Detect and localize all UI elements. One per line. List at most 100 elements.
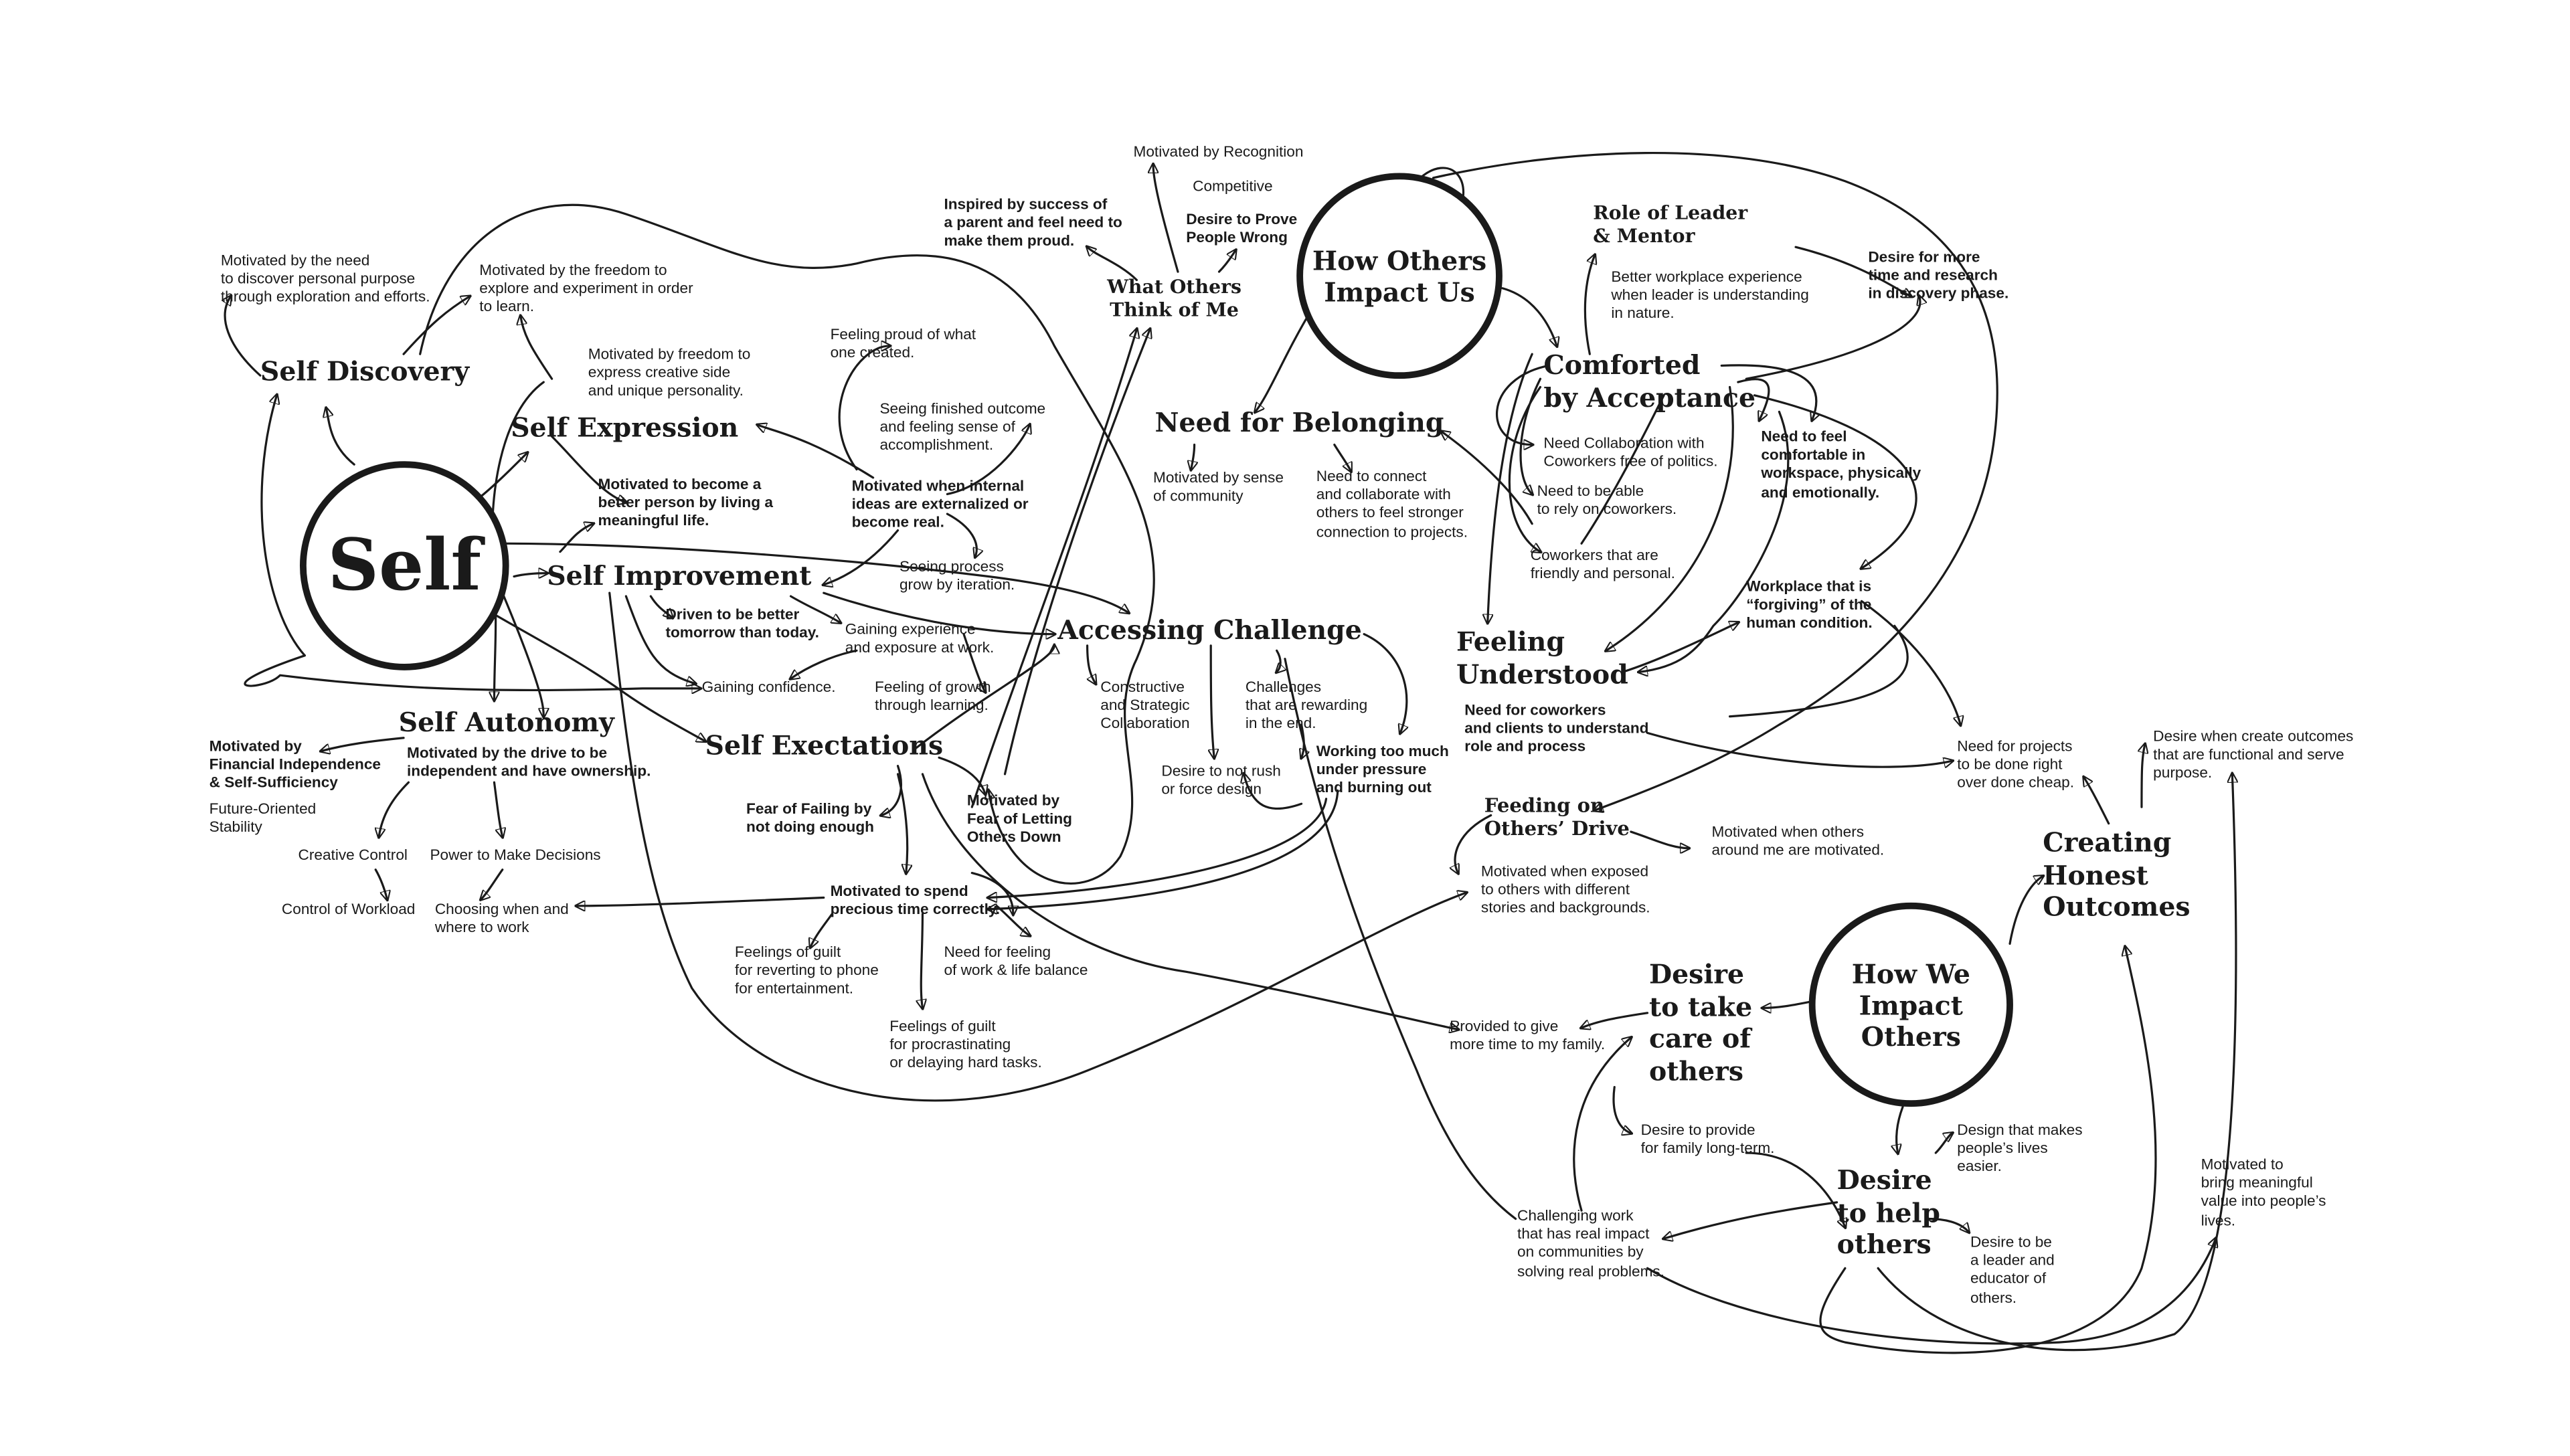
arrow [1819, 947, 2157, 1354]
note-competitive: Competitive [1193, 177, 1273, 195]
arrow [1606, 385, 1734, 650]
arrow [1086, 644, 1096, 684]
arrow [2084, 778, 2110, 825]
arrow [1728, 624, 1909, 718]
arrow [551, 435, 626, 502]
note-gaining-experience: Gaining experience and exposure at work. [845, 620, 995, 656]
note-better-workplace: Better workplace experience when leader … [1611, 268, 1809, 323]
arrow [1573, 1038, 1631, 1212]
note-functional-outcomes: Desire when create outcomes that are fun… [2153, 727, 2354, 782]
note-gaining-confidence: Gaining confidence. [701, 678, 836, 695]
note-more-time-family: Provided to give more time to my family. [1450, 1018, 1606, 1053]
arrow [881, 764, 902, 816]
hub-how-others-impact-us: How Others Impact Us [1296, 173, 1503, 379]
arrow [1621, 622, 1738, 673]
note-meaningful-value: Motivated to bring meaningful value into… [2201, 1156, 2326, 1228]
arrow [326, 408, 355, 466]
arrow [1003, 329, 1150, 776]
heading-what-others-think: What Others Think of Me [1107, 275, 1241, 322]
arrow [758, 425, 875, 479]
arrow [321, 737, 405, 751]
note-spend-time: Motivated to spend precious time correct… [830, 883, 1001, 918]
note-sd-freedom: Motivated by the freedom to explore and … [479, 262, 693, 316]
arrow [379, 781, 410, 836]
note-leader-educator: Desire to be a leader and educator of ot… [1970, 1233, 2055, 1306]
arrow [1737, 378, 1770, 420]
heading-self-autonomy: Self Autonomy [398, 706, 614, 738]
arrow [989, 798, 1328, 898]
arrow [1794, 246, 1911, 296]
note-control-workload: Control of Workload [281, 901, 416, 918]
arrow [1284, 657, 1517, 1220]
arrow [2142, 745, 2145, 808]
note-connect-collaborate: Need to connect and collaborate with oth… [1316, 468, 1468, 540]
note-drive-independent: Motivated by the drive to be independent… [406, 744, 651, 780]
arrow [1488, 353, 1533, 622]
arrow [1333, 444, 1351, 471]
arrow [1753, 394, 1917, 568]
arrow [1860, 600, 1960, 725]
arrow [521, 316, 553, 380]
arrow [1897, 1105, 1904, 1153]
note-others-motivated: Motivated when others around me are moti… [1711, 823, 1885, 858]
arrow [1277, 649, 1281, 672]
arrow [225, 296, 262, 377]
arrow [1508, 385, 1540, 551]
hub-self: Self [299, 461, 509, 670]
arrow [260, 395, 306, 657]
note-feel-comfortable: Need to feel comfortable in workspace, p… [1761, 428, 1921, 500]
arrow [838, 346, 889, 471]
arrow [1745, 296, 1920, 380]
note-internal-ideas: Motivated when internal ideas are extern… [851, 477, 1029, 531]
arrow [1363, 633, 1407, 733]
note-better-person: Motivated to become a better person by l… [598, 476, 773, 530]
heading-role-leader: Role of Leader & Mentor [1593, 201, 1748, 248]
heading-desire-help: Desire to help others [1836, 1164, 1940, 1261]
arrow [1581, 1012, 1649, 1028]
arrow [1583, 256, 1594, 355]
hub-how-we-impact-others: How We Impact Others [1808, 902, 2013, 1107]
arrow [921, 913, 922, 1008]
arrow [946, 513, 976, 557]
arrow [1745, 1152, 1845, 1227]
note-challenges-rewarding: Challenges that are rewarding in the end… [1245, 678, 1368, 732]
note-need-collab: Need Collaboration with Coworkers free o… [1543, 434, 1718, 470]
heading-accessing-challenge: Accessing Challenge [1057, 614, 1362, 646]
arrow [402, 296, 469, 355]
arrow [1519, 377, 1542, 494]
arrow [1088, 247, 1138, 282]
arrow [501, 592, 544, 717]
note-projects-done-right: Need for projects to be done right over … [1957, 737, 2075, 792]
arrow [559, 524, 593, 553]
arrow [1153, 165, 1179, 273]
note-rely-coworkers: Need to be able to rely on coworkers. [1537, 482, 1677, 518]
note-guilt-procrastinating: Feelings of guilt for procrastinating or… [889, 1018, 1042, 1072]
arrow [1664, 1201, 1838, 1239]
note-prove-wrong: Desire to Prove People Wrong [1186, 211, 1298, 246]
heading-need-belonging: Need for Belonging [1154, 406, 1444, 438]
arrow [1217, 250, 1236, 273]
note-forgiving: Workplace that is “forgiving” of the hum… [1746, 577, 1873, 632]
arrow [1244, 774, 1303, 810]
note-challenging-work: Challenging work that has real impact on… [1517, 1207, 1665, 1279]
note-process-grow: Seeing process grow by iteration. [899, 558, 1015, 594]
note-guilt-phone: Feelings of guilt for reverting to phone… [734, 943, 879, 998]
arrow [419, 203, 1155, 885]
arrow [1455, 814, 1492, 873]
note-inspired-parent: Inspired by success of a parent and feel… [944, 195, 1122, 250]
arrow [1191, 444, 1195, 470]
arrow [921, 773, 1458, 1030]
note-work-life: Need for feeling of work & life balance [944, 943, 1088, 979]
arrow [513, 573, 547, 577]
heading-creating-honest: Creating Honest Outcomes [2043, 826, 2191, 923]
arrow [1934, 1133, 1952, 1154]
arrow [493, 781, 502, 836]
heading-feeding-drive: Feeding on Others’ Drive [1484, 794, 1630, 841]
note-se-freedom: Motivated by freedom to express creative… [588, 345, 751, 399]
note-fear-letting: Motivated by Fear of Letting Others Down [966, 792, 1072, 846]
arrow [896, 773, 908, 873]
arrow [577, 896, 825, 906]
arrow [374, 869, 387, 899]
note-fear-failing: Fear of Failing by not doing enough [746, 800, 874, 836]
